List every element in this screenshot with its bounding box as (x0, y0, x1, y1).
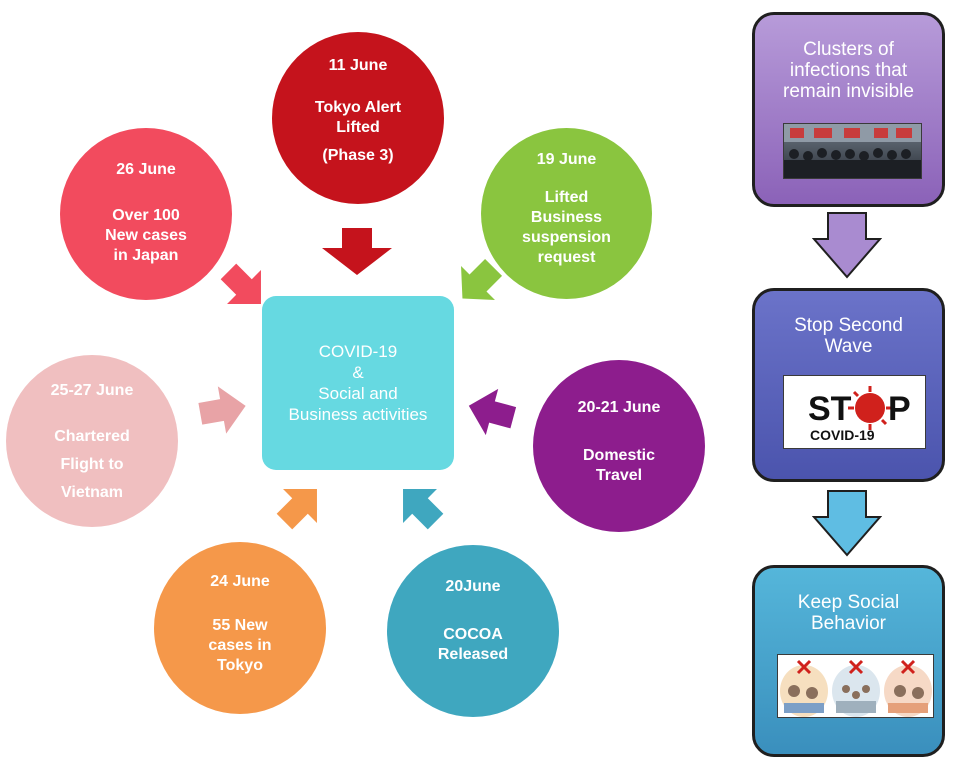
panel-title: Clusters of infections that remain invis… (783, 39, 914, 102)
social-behavior-image (780, 659, 932, 717)
arrow-tokyo-cases (276, 489, 317, 530)
event-circle-japan-cases: 26 June Over 100 New cases in Japan (60, 128, 232, 300)
panel-down-arrow-2 (812, 490, 882, 557)
logo-text-covid: COVID-19 (810, 427, 875, 443)
event-text: Released (437, 646, 509, 663)
event-circle-charter-flight: 25-27 June Chartered Flight to Vietnam (6, 355, 178, 527)
event-text: Lifted (336, 119, 380, 136)
crowd-photo-image (784, 124, 921, 178)
center-line-2: & (352, 363, 364, 382)
stop-covid-logo: ST P COVID-19 (783, 375, 926, 449)
event-date: 11 June (328, 57, 388, 74)
virus-icon (855, 393, 885, 423)
event-text: Tokyo (217, 657, 263, 674)
arrow-tokyo-alert (322, 228, 392, 275)
panel-keep-social-behavior: Keep Social Behavior (752, 565, 945, 757)
panel-clusters: Clusters of infections that remain invis… (752, 12, 945, 207)
event-circle-business-lifted: 19 June Lifted Business suspension reque… (481, 128, 652, 299)
panel-title: Keep Social Behavior (797, 592, 900, 634)
arrow-charter-flight (198, 386, 246, 434)
social-behavior-illustration (777, 654, 934, 718)
event-text: cases in (208, 637, 272, 654)
center-line-3: Social and (318, 384, 398, 403)
event-circle-cocoa: 20June COCOA Released (387, 545, 559, 717)
event-text: Chartered (54, 428, 130, 445)
center-topic-box: COVID-19 & Social and Business activitie… (262, 296, 454, 470)
event-text: 55 New (212, 617, 268, 634)
event-text: Over 100 (112, 207, 180, 224)
event-text: Flight to (60, 456, 124, 473)
event-date: 26 June (116, 161, 176, 178)
center-line-4: Business activities (288, 405, 428, 424)
event-date: 20-21 June (577, 399, 661, 416)
crowd-photo (783, 123, 922, 179)
event-text: Tokyo Alert (314, 99, 402, 116)
event-text: Vietnam (61, 484, 123, 501)
event-date: 25-27 June (50, 382, 134, 399)
event-text: request (537, 249, 596, 266)
arrow-domestic-travel (468, 388, 517, 436)
event-circle-tokyo-cases: 24 June 55 New cases in Tokyo (154, 542, 326, 714)
event-date: 20June (445, 578, 501, 595)
event-circle-tokyo-alert: 11 June Tokyo Alert Lifted (Phase 3) (272, 32, 444, 204)
event-text: COCOA (443, 626, 503, 643)
event-circle-domestic-travel: 20-21 June Domestic Travel (533, 360, 705, 532)
event-text: Domestic (582, 447, 656, 464)
panel-stop-second-wave: Stop Second Wave ST P COVID-19 (752, 288, 945, 482)
center-line-1: COVID-19 (318, 342, 398, 361)
event-text: (Phase 3) (322, 147, 394, 164)
event-text: New cases (105, 227, 187, 244)
event-text: Travel (595, 467, 643, 484)
event-text: suspension (522, 229, 611, 246)
cross-icons (796, 659, 916, 675)
stop-covid-logo-image: ST P COVID-19 (808, 386, 911, 443)
event-date: 24 June (210, 573, 270, 590)
panel-title: Stop Second Wave (794, 315, 903, 357)
logo-text-st: ST (808, 390, 852, 428)
event-text: in Japan (113, 247, 179, 264)
logo-text-p: P (888, 390, 911, 428)
event-text: Lifted (544, 189, 589, 206)
event-date: 19 June (536, 151, 597, 168)
panel-down-arrow-1 (812, 212, 882, 279)
event-text: Business (530, 209, 603, 226)
arrow-cocoa (403, 489, 444, 530)
